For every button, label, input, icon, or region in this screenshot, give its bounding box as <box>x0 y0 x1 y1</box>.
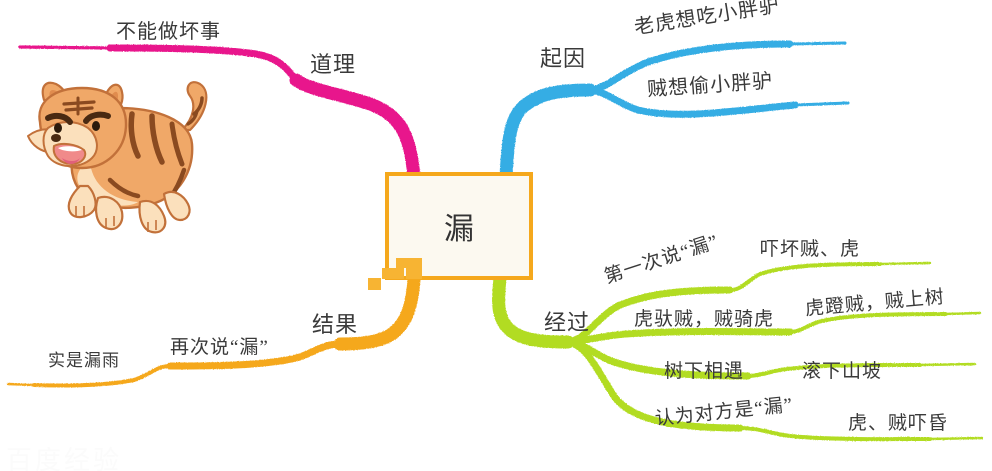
pixel-decoration-1 <box>396 258 422 268</box>
node-label-xiahuai-zeihu[interactable]: 吓坏贼、虎 <box>760 239 861 260</box>
pixel-decoration-2 <box>382 268 404 279</box>
pixel-decoration-4 <box>406 268 422 279</box>
branch-stroke-jieguo <box>6 273 421 388</box>
node-label-jieguo[interactable]: 结果 <box>312 312 359 337</box>
branch-stroke-qiyin <box>499 40 850 183</box>
node-label-huzei-xiahun[interactable]: 虎、贼吓昏 <box>848 413 949 434</box>
node-label-buneng-zuohuaishi[interactable]: 不能做坏事 <box>116 21 221 43</box>
node-label-qiyin[interactable]: 起因 <box>540 46 587 71</box>
node-label-gunxia-shanpo[interactable]: 滚下山坡 <box>802 361 883 382</box>
node-label-shuxia-xiangyu[interactable]: 树下相遇 <box>664 361 745 382</box>
node-label-daoli[interactable]: 道理 <box>310 52 357 77</box>
branch-stroke-daoli <box>18 44 421 183</box>
node-label-zaici-shuolou[interactable]: 再次说“漏” <box>170 337 269 358</box>
tiger-illustration-icon <box>27 81 208 234</box>
node-label-hutuozei[interactable]: 虎驮贼，贼骑虎 <box>634 309 775 330</box>
pixel-decoration-3 <box>368 278 381 290</box>
node-label-shishi-louyu[interactable]: 实是漏雨 <box>48 351 120 370</box>
node-label-jingguo[interactable]: 经过 <box>544 310 591 335</box>
center-topic-box[interactable]: 漏 <box>385 172 533 280</box>
center-topic-label: 漏 <box>444 213 474 246</box>
watermark-text: 百度经验 <box>6 445 123 471</box>
branch-stroke-jingguo <box>492 261 984 442</box>
